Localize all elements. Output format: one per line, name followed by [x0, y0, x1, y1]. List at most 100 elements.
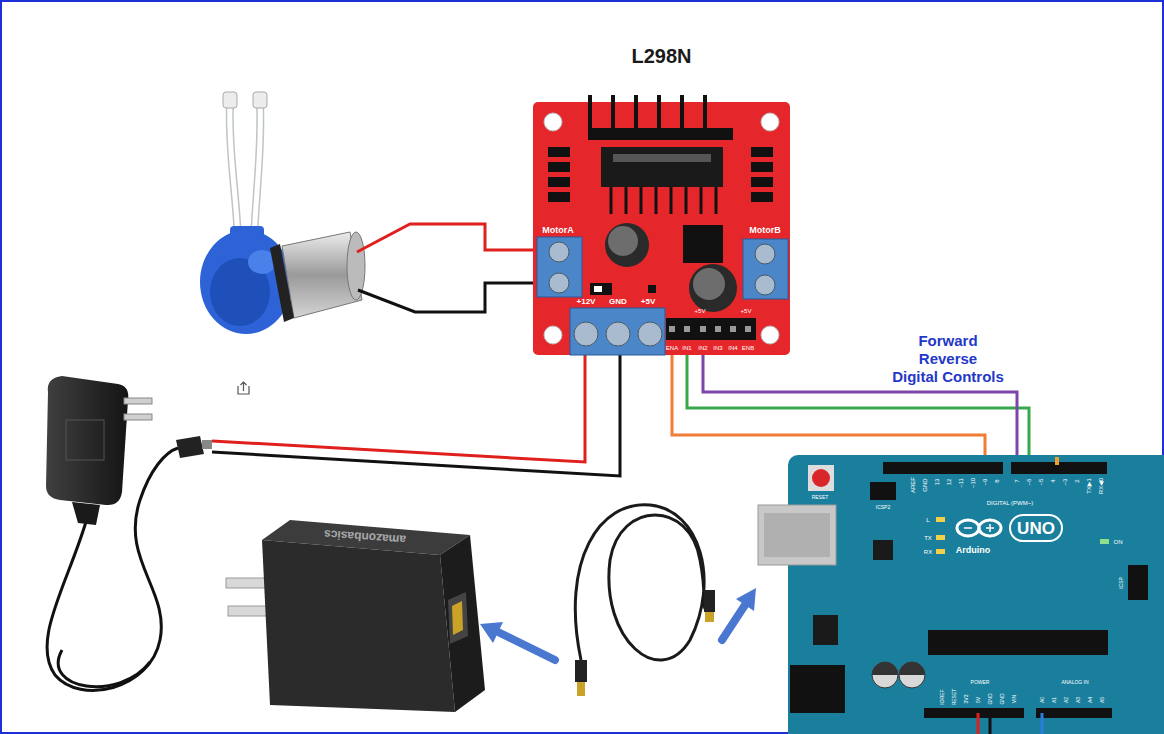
- pin-label: AREF: [910, 477, 916, 493]
- screw-terminal-part: [537, 237, 582, 297]
- pointer-arrow-part: [736, 588, 756, 611]
- pin-label: IN4: [728, 345, 737, 351]
- power-adapter: [46, 376, 212, 690]
- pin-label: 3V3: [964, 695, 969, 704]
- pin-label: VIN: [1012, 695, 1017, 703]
- pin-label: A5: [1100, 697, 1105, 703]
- usb-charger-part: [262, 540, 455, 712]
- signal-wire-part: [1041, 713, 1044, 734]
- power-adapter-part: [124, 414, 152, 420]
- pin-label: A2: [1064, 697, 1069, 703]
- board-label: ICSP: [1119, 577, 1124, 589]
- pin-label: IN2: [698, 345, 707, 351]
- board-label: RX: [924, 549, 932, 555]
- usb-cable: [575, 505, 715, 696]
- pin-header: [870, 462, 1148, 718]
- arduino-art-part: [936, 535, 945, 540]
- arduino-art-part: [790, 665, 845, 713]
- screw-terminal-part: [549, 242, 569, 262]
- terminal-label: +5V: [641, 298, 655, 306]
- board-label: TX: [924, 535, 932, 541]
- pin-label: 13: [934, 479, 940, 486]
- power-wire: [212, 355, 620, 476]
- arduino-art-part: [873, 540, 893, 560]
- arduino-logo: [957, 515, 1062, 541]
- l298n-art-part: [689, 264, 737, 312]
- heatsink-part: [590, 95, 705, 130]
- pin-label: ~11: [958, 478, 964, 488]
- pin-header-part: [666, 318, 756, 340]
- l298n-art-part: [544, 326, 562, 344]
- usb-charger: [226, 520, 485, 712]
- pin-header-part: [924, 708, 1024, 718]
- pointer-arrow-part: [498, 632, 555, 660]
- l298n-art-part: [608, 226, 638, 256]
- pointer-arrow-part: [722, 605, 745, 640]
- l298n-art-part: [548, 147, 570, 157]
- peristaltic-pump-part: [230, 104, 238, 240]
- pin-label: A1: [1052, 697, 1057, 703]
- heatsink-part: [611, 187, 716, 214]
- screw-terminal-part: [755, 275, 775, 295]
- share-icon-part: [241, 382, 247, 391]
- arduino-art-part: [928, 630, 1108, 655]
- pin-label: RESET: [952, 689, 957, 706]
- l298n-art-part: [594, 286, 602, 292]
- pin-label: 7: [1014, 479, 1020, 482]
- pin-header-part: [745, 326, 751, 332]
- l298n-art-part: [544, 113, 562, 131]
- pin-label: IOREF: [940, 689, 945, 704]
- annotation: Digital Controls: [892, 369, 1004, 384]
- arduino-art-part: [1100, 539, 1109, 544]
- arduino-art-part: [936, 549, 945, 554]
- pin-label: RX◀0: [1098, 478, 1104, 494]
- pin-label: ~10: [970, 478, 976, 488]
- pin-label: ENA: [666, 345, 678, 351]
- power-adapter-part: [124, 398, 152, 404]
- control-wire: [687, 355, 1029, 455]
- pin-header-part: [730, 326, 736, 332]
- board-label: L: [926, 517, 929, 523]
- terminal-label: MotorB: [749, 226, 781, 235]
- usb-cable-part: [704, 590, 715, 612]
- pointer-arrow-part: [480, 622, 503, 643]
- board-label: DIGITAL (PWM~): [987, 500, 1034, 506]
- pin-label: 2: [1074, 479, 1080, 482]
- heatsink-part: [613, 154, 711, 162]
- usb-charger-part: [448, 592, 468, 644]
- terminal-label: GND: [609, 298, 627, 306]
- pin-header-part: [669, 326, 675, 332]
- pin-header-part: [883, 462, 1003, 474]
- heatsink-part: [588, 128, 733, 140]
- board-label: ICSP2: [876, 505, 890, 510]
- pin-header: [666, 318, 756, 340]
- pin-label: ~9: [982, 479, 988, 486]
- arduino-logo-part: [964, 524, 994, 532]
- heatsink: [588, 95, 733, 214]
- board-label: ANALOG IN: [1061, 680, 1088, 685]
- arduino-art: [788, 455, 1164, 734]
- signal-wire: [978, 713, 1042, 734]
- peristaltic-pump-part: [254, 104, 260, 240]
- motor-wire-part: [357, 224, 537, 252]
- terminal-label: MotorA: [542, 226, 574, 235]
- screw-terminal-part: [743, 239, 788, 299]
- pin-label: ~5: [1038, 479, 1044, 486]
- power-wire-part: [212, 355, 620, 476]
- l298n-art-part: [693, 268, 725, 300]
- power-adapter-part: [202, 440, 212, 449]
- pin-label: 4: [1050, 479, 1056, 482]
- pin-label: GND: [922, 478, 928, 491]
- screw-terminal-part: [570, 308, 665, 355]
- arduino-board: UNO Arduino: [788, 455, 1164, 734]
- l298n-art-part: [605, 223, 649, 267]
- annotation: Forward: [918, 333, 977, 348]
- brand-name: Arduino: [948, 545, 998, 556]
- pin-label: A4: [1088, 697, 1093, 703]
- pin-header-part: [715, 326, 721, 332]
- pin-label: TX▶1: [1086, 478, 1092, 494]
- board-model: UNO: [1010, 515, 1062, 541]
- usb-cable-part: [575, 505, 709, 660]
- usb-charger-part: [452, 601, 463, 635]
- arduino-art-part: [899, 662, 925, 675]
